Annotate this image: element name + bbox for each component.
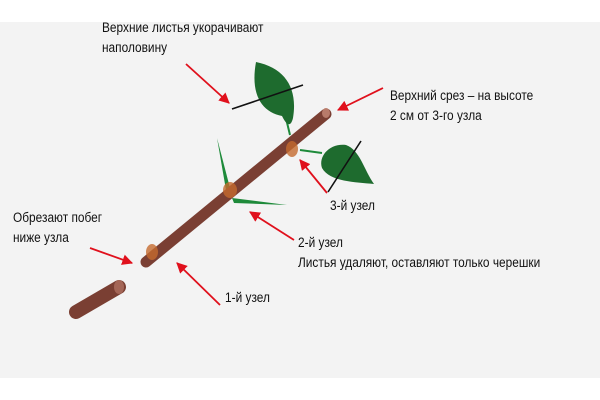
petiole-spike-right <box>232 198 287 205</box>
node-2 <box>223 182 237 198</box>
stem-top-cut <box>322 108 330 118</box>
label-cut-below: Обрезают побег ниже узла <box>13 208 102 248</box>
arrow-node3 <box>299 159 328 194</box>
right-leaf-petiole <box>299 149 323 154</box>
leaf-cut-line <box>231 84 304 110</box>
arrow-node2 <box>249 211 295 241</box>
upper-leaf <box>254 62 295 125</box>
label-node2: 2-й узел Листья удаляют, оставляют тольк… <box>298 233 540 273</box>
cut-piece-end <box>114 280 124 294</box>
label-node1: 1-й узел <box>225 290 270 305</box>
label-top-cut: Верхний срез – на высоте 2 см от 3-го уз… <box>390 86 533 126</box>
label-line: Верхние листья укорачивают <box>102 20 264 35</box>
arrow-top-cut <box>337 87 384 111</box>
leaf-cut-line <box>327 140 362 193</box>
label-line: 2 см от 3-го узла <box>390 108 482 123</box>
label-top-leaves: Верхние листья укорачивают наполовину <box>102 18 263 58</box>
label-line: Листья удаляют, оставляют только черешки <box>298 255 541 270</box>
arrow-node1 <box>176 262 221 306</box>
label-line: ниже узла <box>13 230 69 245</box>
petiole-spike-up <box>217 138 230 190</box>
label-line: 2-й узел <box>298 235 343 250</box>
label-line: Обрезают побег <box>13 210 103 225</box>
arrow-top-leaves <box>185 63 230 104</box>
label-line: Верхний срез – на высоте <box>390 88 534 103</box>
label-node3: 3-й узел <box>330 198 375 213</box>
label-line: наполовину <box>102 40 168 55</box>
arrow-cut-below <box>89 247 134 265</box>
right-leaf <box>321 144 374 184</box>
node-1 <box>146 244 158 260</box>
node-3 <box>286 141 298 157</box>
cut-off-piece <box>69 280 126 319</box>
background-panel <box>0 22 600 378</box>
